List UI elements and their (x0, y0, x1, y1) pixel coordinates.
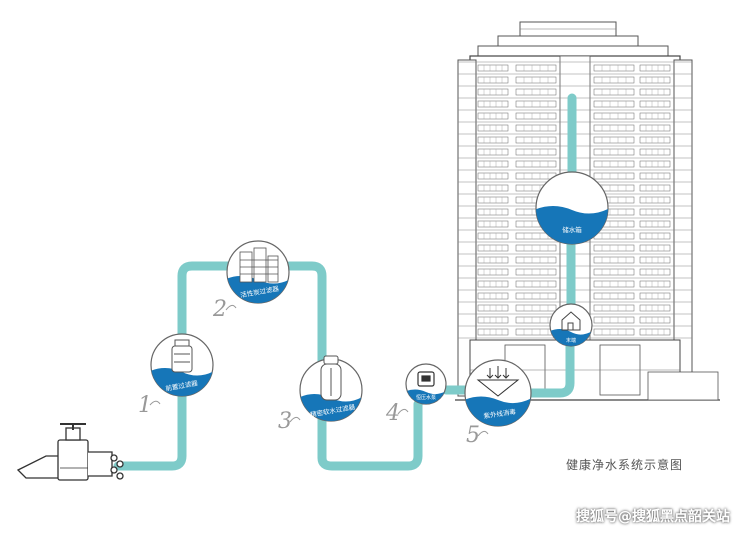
stage-4-label: 恒压水泵 (416, 394, 436, 401)
pump-icon (417, 371, 435, 387)
stage-3-number: 3 (278, 409, 292, 434)
storage-tank: 储水箱 (535, 171, 609, 245)
filter-icon (171, 339, 193, 373)
house-label: 末端 (566, 337, 576, 344)
stage-2-number: 2 (212, 297, 227, 322)
stage-5-number: 5 (466, 423, 480, 448)
diagram-caption: 健康净水系统示意图 (566, 458, 684, 472)
stage-4-number: 4 (385, 401, 400, 426)
watermark: 搜狐号@搜狐黑点韶关站 (576, 509, 730, 525)
stage-2-carbon-filter: 活性炭过滤器 2 (212, 240, 290, 322)
building-icon (239, 247, 279, 283)
stage-5-uv: 紫外线消毒 5 (464, 359, 532, 448)
house-icon (561, 311, 581, 331)
uv-lamp-icon (476, 366, 520, 397)
stage-1-number: 1 (138, 393, 152, 418)
stage-1-filter: 前置过滤器 1 (138, 333, 214, 418)
house-end: 末端 (549, 303, 593, 347)
tank-label: 储水箱 (562, 225, 582, 234)
inlet-valve-icon (16, 423, 124, 481)
softener-tank-icon (320, 355, 342, 401)
stage-3-softener: 精密软水过滤器 3 (278, 355, 363, 434)
